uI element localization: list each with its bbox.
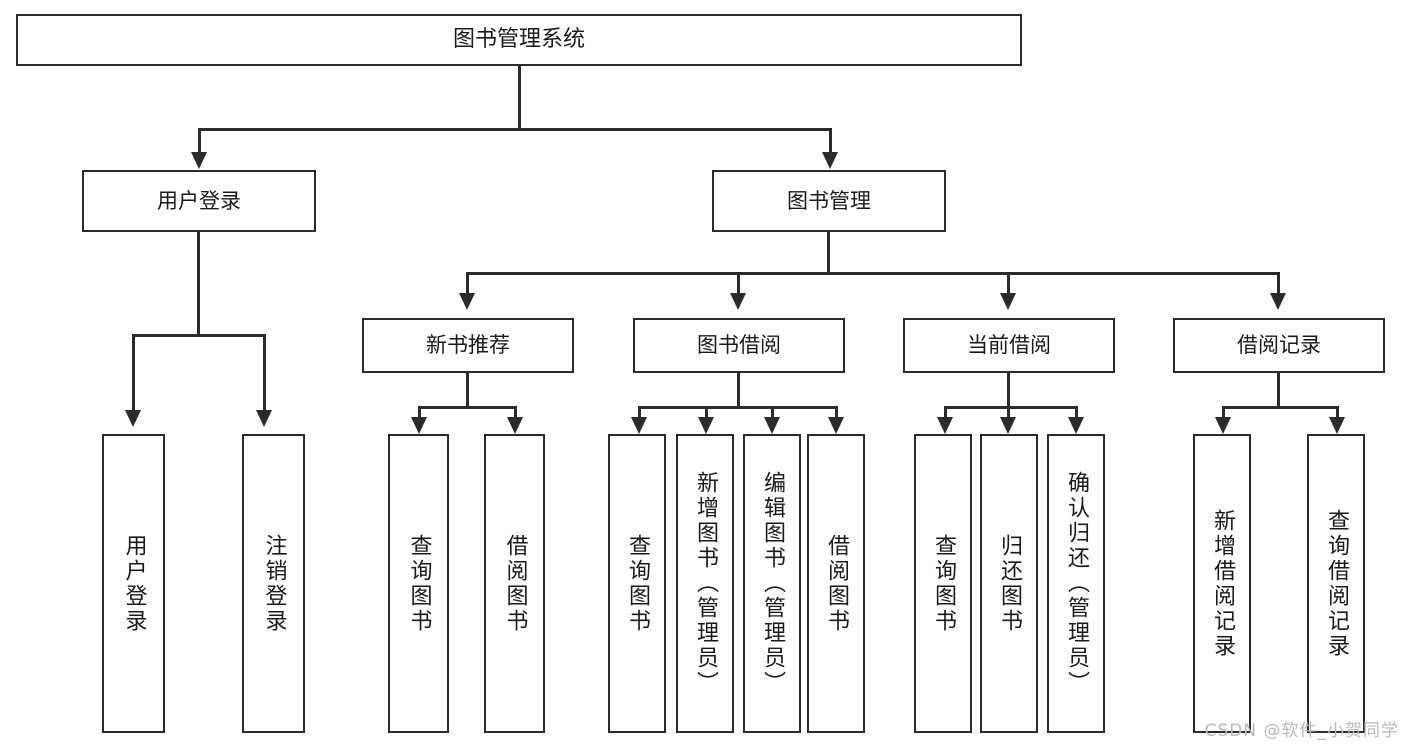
node-label: 新增图书（管理员）: [693, 471, 718, 696]
connector-current-bus: [944, 406, 1078, 409]
node-label: 查询借阅记录: [1324, 508, 1349, 659]
connector-borrow-drop-1: [638, 406, 641, 418]
node-user-login: 用户登录: [82, 170, 316, 232]
connector-userlogin-drop-2: [263, 334, 266, 411]
connector-bookmgmt-drop-3: [1007, 272, 1010, 294]
node-label: 归还图书: [997, 533, 1022, 634]
node-label: 图书借阅: [697, 333, 781, 358]
node-label: 图书管理系统: [452, 27, 585, 53]
node-label: 注销登录: [261, 533, 287, 634]
leaf-borrow-add-book: 新增图书（管理员）: [676, 434, 734, 733]
node-label: 借阅图书: [502, 533, 528, 634]
arrowhead-recommend-1: [411, 417, 427, 434]
leaf-recommend-borrow-book: 借阅图书: [484, 434, 545, 733]
connector-recommend-bus: [418, 406, 517, 409]
connector-bookmgmt-drop-4: [1277, 272, 1280, 294]
connector-record-stem: [1277, 373, 1280, 408]
node-label: 借阅记录: [1237, 333, 1321, 358]
arrowhead-userlogin-2: [256, 410, 272, 427]
arrowhead-bookmgmt-2: [730, 293, 746, 310]
node-root-system: 图书管理系统: [16, 14, 1022, 66]
arrowhead-userlogin-1: [125, 410, 141, 427]
connector-borrow-stem: [737, 373, 740, 408]
connector-userlogin-bus: [132, 334, 266, 337]
leaf-user-login: 用户登录: [102, 434, 165, 733]
connector-record-drop-1: [1222, 406, 1225, 418]
node-label: 用户登录: [121, 533, 147, 634]
leaf-record-search-record: 查询借阅记录: [1307, 434, 1365, 733]
leaf-current-return-book: 归还图书: [980, 434, 1038, 733]
connector-recommend-drop-2: [514, 406, 517, 418]
watermark: CSDN @软件_小贺同学: [1204, 721, 1399, 741]
connector-current-drop-2: [1007, 406, 1010, 418]
arrowhead-record-2: [1329, 417, 1345, 434]
node-label: 当前借阅: [967, 333, 1051, 358]
connector-current-stem: [1007, 373, 1010, 408]
leaf-borrow-borrow-book: 借阅图书: [807, 434, 865, 733]
node-current-borrow: 当前借阅: [903, 318, 1115, 373]
arrowhead-root-left: [191, 152, 207, 169]
arrowhead-bookmgmt-1: [459, 293, 475, 310]
arrowhead-borrow-1: [631, 417, 647, 434]
node-label: 新书推荐: [426, 333, 510, 358]
connector-root-bus: [198, 128, 831, 131]
leaf-recommend-search-book: 查询图书: [388, 434, 449, 733]
connector-bookmgmt-stem: [827, 232, 830, 274]
node-label: 查询图书: [625, 533, 650, 634]
node-label: 查询图书: [931, 533, 956, 634]
node-label: 编辑图书（管理员）: [760, 471, 785, 696]
node-book-management: 图书管理: [712, 170, 946, 232]
leaf-current-search-book: 查询图书: [914, 434, 972, 733]
connector-root-drop-left: [198, 128, 201, 153]
node-new-book-recommend: 新书推荐: [362, 318, 574, 373]
node-label: 查询图书: [406, 533, 432, 634]
connector-borrow-bus: [638, 406, 838, 409]
node-label: 确认归还（管理员）: [1064, 471, 1089, 696]
node-label: 用户登录: [157, 188, 241, 213]
connector-root-stem: [518, 66, 521, 129]
connector-recommend-stem: [466, 373, 469, 408]
connector-current-drop-3: [1075, 406, 1078, 418]
arrowhead-borrow-3: [764, 417, 780, 434]
arrowhead-recommend-2: [507, 417, 523, 434]
connector-recommend-drop-1: [418, 406, 421, 418]
connector-userlogin-drop-1: [132, 334, 135, 411]
connector-record-bus: [1222, 406, 1339, 409]
connector-borrow-drop-2: [705, 406, 708, 418]
leaf-current-confirm-return: 确认归还（管理员）: [1047, 434, 1105, 733]
leaf-record-add-record: 新增借阅记录: [1193, 434, 1251, 733]
arrowhead-borrow-4: [828, 417, 844, 434]
connector-bookmgmt-drop-1: [466, 272, 469, 294]
arrowhead-current-1: [937, 417, 953, 434]
connector-bookmgmt-drop-2: [737, 272, 740, 294]
node-book-borrow: 图书借阅: [633, 318, 845, 373]
leaf-borrow-search-book: 查询图书: [608, 434, 666, 733]
connector-borrow-drop-3: [771, 406, 774, 418]
arrowhead-current-3: [1068, 417, 1084, 434]
node-borrow-record: 借阅记录: [1173, 318, 1385, 373]
connector-record-drop-2: [1336, 406, 1339, 418]
connector-bookmgmt-bus: [466, 272, 1280, 275]
arrowhead-current-2: [1000, 417, 1016, 434]
arrowhead-root-right: [822, 152, 838, 169]
connector-root-drop-right: [829, 128, 832, 153]
connector-borrow-drop-4: [835, 406, 838, 418]
node-label: 新增借阅记录: [1210, 508, 1235, 659]
connector-userlogin-stem: [197, 232, 200, 336]
node-label: 借阅图书: [824, 533, 849, 634]
arrowhead-bookmgmt-4: [1270, 293, 1286, 310]
node-label: 图书管理: [787, 188, 871, 213]
arrowhead-borrow-2: [698, 417, 714, 434]
leaf-borrow-edit-book: 编辑图书（管理员）: [743, 434, 801, 733]
connector-current-drop-1: [944, 406, 947, 418]
arrowhead-record-1: [1215, 417, 1231, 434]
leaf-logout: 注销登录: [242, 434, 305, 733]
arrowhead-bookmgmt-3: [1000, 293, 1016, 310]
